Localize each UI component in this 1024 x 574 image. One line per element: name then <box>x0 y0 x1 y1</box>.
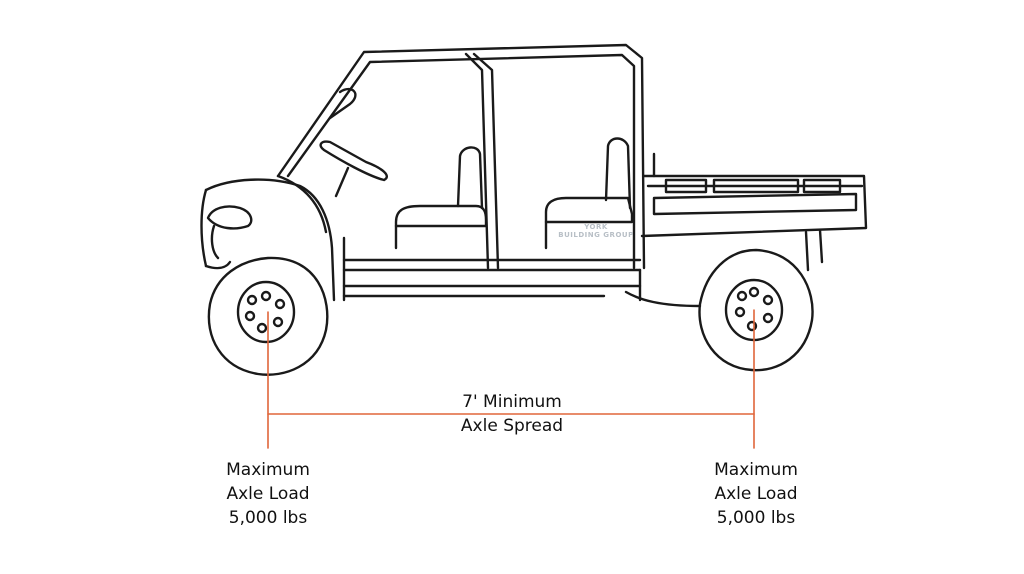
front-axle-load-label: Maximum Axle Load 5,000 lbs <box>188 458 348 530</box>
watermark-logo: YORK BUILDING GROUP <box>556 223 636 239</box>
rear-axle-label-line: Maximum <box>714 460 798 480</box>
rear-wheel <box>698 248 814 372</box>
front-fender <box>200 174 336 302</box>
rear-axle-label-line: 5,000 lbs <box>716 508 796 528</box>
axle-spread-label: 7' Minimum Axle Spread <box>412 390 612 438</box>
rear-axle-label-line: Axle Load <box>714 484 798 504</box>
spread-label-line: 7' Minimum <box>462 392 562 412</box>
front-seat <box>394 146 488 250</box>
rear-axle-load-label: Maximum Axle Load 5,000 lbs <box>676 458 836 530</box>
front-wheel <box>207 256 329 376</box>
spread-label-line: Axle Spread <box>460 416 564 436</box>
watermark-line: BUILDING GROUP <box>558 231 634 239</box>
cargo-bed <box>624 152 868 308</box>
front-axle-label-line: Maximum <box>226 460 310 480</box>
steering-wheel <box>319 140 389 198</box>
vehicle-body <box>342 236 642 302</box>
front-axle-label-line: Axle Load <box>226 484 310 504</box>
watermark-line: YORK <box>584 223 608 231</box>
front-axle-label-line: 5,000 lbs <box>228 508 308 528</box>
rear-seat <box>544 137 634 250</box>
roll-cage <box>276 43 646 270</box>
headlight <box>206 205 253 230</box>
axle-spread-lines <box>267 309 755 449</box>
